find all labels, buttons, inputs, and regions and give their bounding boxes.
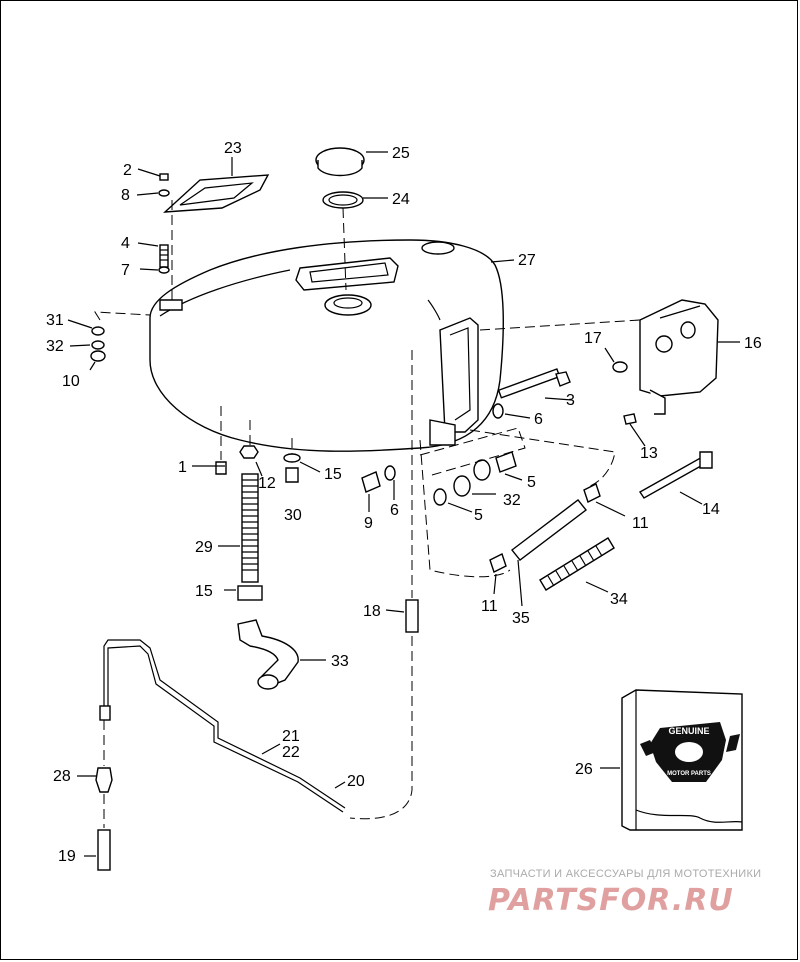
washer-6-upper: [492, 403, 504, 419]
callout-20: 20: [347, 773, 365, 790]
callout-21: 21: [282, 728, 300, 745]
callout-14: 14: [702, 501, 720, 518]
callout-27: 27: [518, 252, 536, 269]
clamp-11-lower: [489, 553, 507, 573]
callout-24: 24: [392, 191, 410, 208]
callout-30: 30: [284, 507, 302, 524]
watermark-brand: PARTSFOR.RU: [488, 883, 734, 918]
callout-5b: 5: [474, 507, 483, 524]
callout-32b: 32: [503, 492, 521, 509]
screw-4: [159, 244, 169, 268]
tube-end-20: [99, 705, 111, 721]
callout-labels: 1 2 3 4 5 5 6 6 7 8 9 10 11 11 12 13 14 …: [46, 140, 762, 865]
parts-box-26: GENUINE MOTOR PARTS: [621, 689, 743, 831]
callout-15a: 15: [324, 466, 342, 483]
drain-plug-30: [285, 467, 299, 483]
callout-17: 17: [584, 330, 602, 347]
callout-13: 13: [640, 445, 658, 462]
crossover-tube: [103, 639, 346, 809]
acorn-nut-9: [361, 471, 381, 493]
fitting-28: [95, 767, 113, 793]
sleeve-34: [539, 537, 615, 591]
watermark: ЗАПЧАСТИ И АКСЕССУАРЫ ДЛЯ МОТОТЕХНИКИ PA…: [488, 868, 761, 918]
washer-8: [158, 189, 170, 197]
tie-strap-14: [638, 451, 713, 499]
console-recess: [295, 257, 399, 291]
fuel-tank: [149, 239, 504, 452]
vent-hose-18: [405, 599, 419, 633]
callout-18: 18: [363, 603, 381, 620]
callout-3: 3: [566, 392, 575, 409]
o-ring-15-upper: [283, 453, 301, 463]
callout-31: 31: [46, 312, 64, 329]
callout-6b: 6: [390, 502, 399, 519]
callout-1: 1: [178, 459, 187, 476]
grommet-32-a: [473, 459, 491, 481]
spacer-5-upper: [495, 451, 517, 473]
screw-13: [623, 413, 637, 425]
leader-lines: [67, 151, 740, 857]
spacer-5-lower: [433, 488, 447, 506]
callout-8: 8: [121, 187, 130, 204]
callout-12: 12: [258, 475, 276, 492]
callout-29: 29: [195, 539, 213, 556]
callout-5a: 5: [527, 474, 536, 491]
callout-15b: 15: [195, 583, 213, 600]
callout-6a: 6: [534, 411, 543, 428]
hd-logo: GENUINE MOTOR PARTS: [640, 722, 740, 782]
callout-7: 7: [121, 262, 130, 279]
callout-16: 16: [744, 335, 762, 352]
washer-6-lower: [384, 465, 396, 481]
callout-19: 19: [58, 848, 76, 865]
callout-25: 25: [392, 145, 410, 162]
callout-32a: 32: [46, 338, 64, 355]
callout-33: 33: [331, 653, 349, 670]
tank-front-bracket: [439, 317, 479, 433]
petcock-screen-29: [241, 473, 259, 583]
callout-2: 2: [123, 162, 132, 179]
cover-16: [639, 299, 719, 415]
nut-10: [90, 350, 106, 362]
console-gasket: [163, 174, 270, 213]
callout-28: 28: [53, 768, 71, 785]
vent-opening: [421, 241, 455, 255]
callout-22: 22: [282, 744, 300, 761]
o-ring-15-lower: [237, 585, 263, 601]
grommet-32: [91, 340, 105, 350]
nut-12: [239, 445, 259, 459]
callout-35: 35: [512, 610, 530, 627]
callout-26: 26: [575, 761, 593, 778]
screw-2: [159, 173, 169, 181]
watermark-subtitle: ЗАПЧАСТИ И АКСЕССУАРЫ ДЛЯ МОТОТЕХНИКИ: [490, 868, 761, 880]
callout-34: 34: [610, 591, 628, 608]
logo-text-top: GENUINE: [668, 726, 709, 736]
callout-23: 23: [224, 140, 242, 157]
clamp-11-upper: [583, 483, 601, 503]
callout-9: 9: [364, 515, 373, 532]
washer-31: [91, 326, 105, 336]
callout-10: 10: [62, 373, 80, 390]
callout-11b: 11: [481, 598, 498, 615]
callout-4: 4: [121, 235, 130, 252]
washer-7: [158, 266, 170, 274]
logo-text-bottom: MOTOR PARTS: [667, 771, 711, 777]
bolt-3: [497, 368, 571, 399]
nut-17: [612, 361, 628, 373]
hose-19: [97, 829, 111, 871]
plug-1: [215, 461, 227, 475]
callout-11a: 11: [632, 515, 649, 532]
tank-rear-mount: [159, 299, 183, 311]
hose-35: [511, 499, 587, 561]
grommet-32-b: [453, 475, 471, 497]
